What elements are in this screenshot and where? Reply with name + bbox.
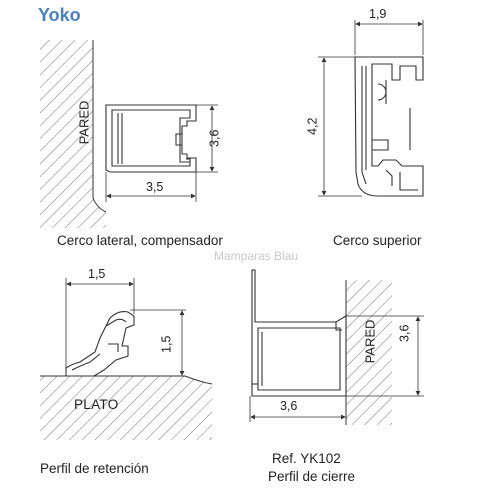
closure-panel	[249, 269, 424, 425]
lateral-dimensions	[105, 104, 218, 202]
closure-dimensions	[249, 315, 424, 422]
retention-caption: Perfil de retención	[40, 461, 149, 476]
upper-caption: Cerco superior	[333, 233, 422, 248]
retention-panel	[40, 278, 213, 440]
wall-hatch-lateral	[40, 40, 107, 228]
closure-wall-label: PARED	[362, 319, 378, 364]
upper-frame-panel	[318, 20, 424, 197]
closure-reference: Ref. YK102	[272, 451, 341, 466]
upper-profile	[354, 56, 424, 197]
upper-dimensions	[318, 20, 424, 197]
retention-profile	[65, 311, 135, 377]
retention-dimensions	[65, 278, 186, 376]
upper-width-dimension: 1,9	[369, 7, 387, 21]
lateral-frame-panel	[40, 40, 218, 228]
tray-label: PLATO	[74, 397, 119, 412]
retention-height-dimension: 1,5	[159, 335, 174, 353]
lateral-wall-label: PARED	[76, 100, 92, 145]
lateral-width-dimension: 3,5	[146, 180, 164, 194]
closure-height-dimension: 3,6	[397, 324, 412, 342]
watermark: Mamparas Blau	[214, 249, 299, 263]
closure-width-dimension: 3,6	[280, 399, 298, 413]
retention-width-dimension: 1,5	[88, 267, 106, 281]
upper-height-dimension: 4,2	[305, 117, 320, 135]
lateral-height-dimension: 3,6	[207, 129, 222, 147]
lateral-profile	[105, 104, 197, 173]
tray-hatch	[40, 375, 213, 440]
brand-logo: Yoko	[38, 5, 81, 25]
closure-caption: Perfil de cierre	[268, 469, 356, 484]
lateral-caption: Cerco lateral, compensador	[57, 233, 223, 248]
closure-profile	[251, 269, 347, 397]
